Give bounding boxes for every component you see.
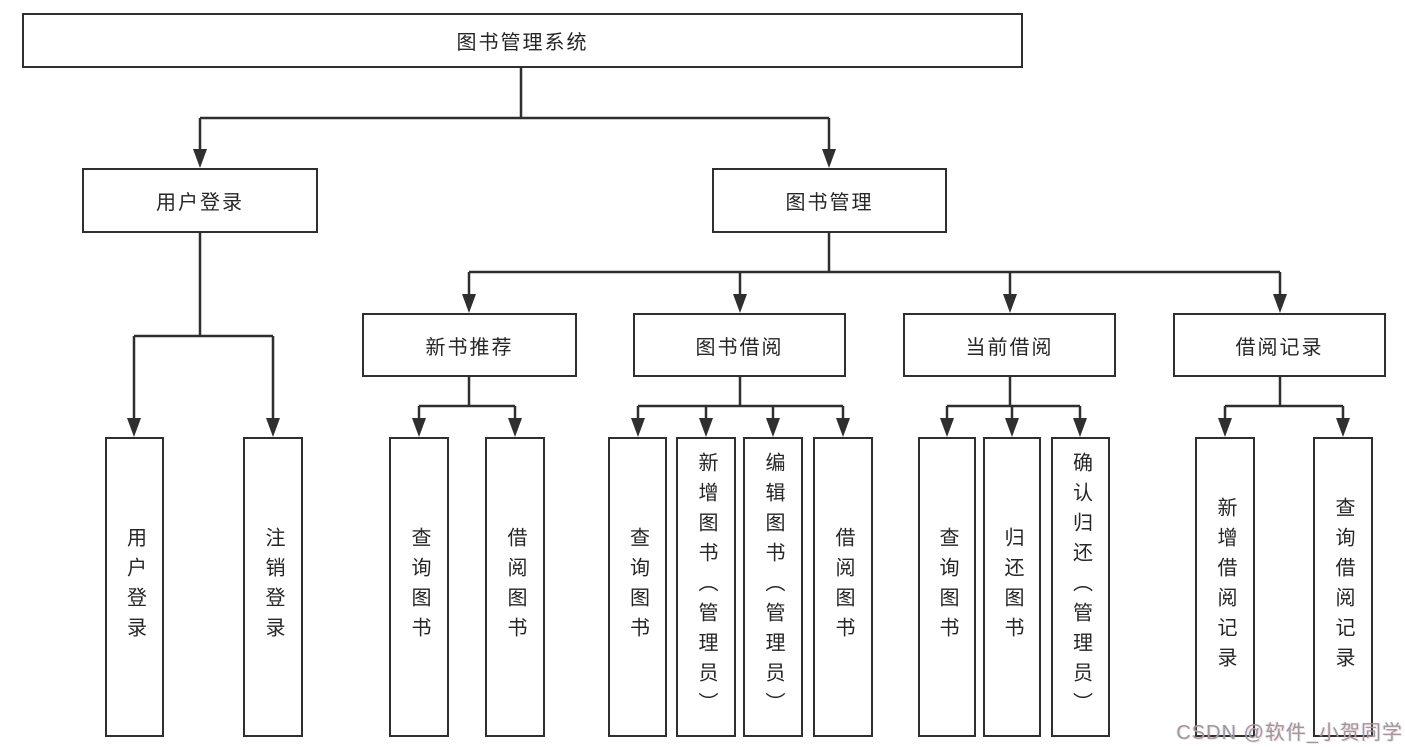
node-book-management-label: 图书管理 [785, 192, 874, 214]
leaf-query-books-borrow: 查询图书 [608, 437, 667, 737]
leaf-add-borrow-record: 新增借阅记录 [1195, 437, 1255, 737]
leaf-borrow-books-recommend: 借阅图书 [485, 437, 545, 737]
node-book-borrow-label: 图书借阅 [695, 336, 784, 359]
leaf-logout: 注销登录 [243, 437, 303, 737]
leaf-edit-book-admin: 编辑图书（管理员） [743, 437, 803, 737]
leaf-borrow-books: 借阅图书 [813, 437, 873, 737]
leaf-query-borrow-record-label: 查询借阅记录 [1332, 497, 1354, 677]
leaf-confirm-return-admin-label: 确认归还（管理员） [1069, 452, 1092, 722]
leaf-add-borrow-record-label: 新增借阅记录 [1214, 497, 1236, 677]
node-new-book-recommend-label: 新书推荐 [425, 336, 514, 359]
leaf-edit-book-admin-label: 编辑图书（管理员） [762, 452, 784, 722]
node-user-login: 用户登录 [82, 168, 318, 233]
node-user-login-label: 用户登录 [156, 192, 244, 214]
leaf-borrow-books-recommend-label: 借阅图书 [504, 527, 526, 647]
leaf-return-book: 归还图书 [983, 437, 1041, 737]
arrowheads [127, 149, 1350, 437]
node-current-borrow: 当前借阅 [903, 313, 1116, 377]
leaf-confirm-return-admin: 确认归还（管理员） [1051, 437, 1110, 737]
node-borrow-records-label: 借阅记录 [1235, 336, 1324, 359]
leaf-query-books-borrow-label: 查询图书 [626, 527, 649, 647]
node-borrow-records: 借阅记录 [1173, 313, 1386, 377]
leaf-add-book-admin-label: 新增图书（管理员） [695, 452, 717, 722]
node-book-borrow: 图书借阅 [633, 313, 846, 377]
leaf-user-login: 用户登录 [105, 437, 164, 737]
leaf-query-books-current: 查询图书 [918, 437, 976, 737]
leaf-query-books-current-label: 查询图书 [936, 527, 958, 647]
watermark: CSDN @软件_小贺同学 [1176, 722, 1403, 744]
leaf-borrow-books-label: 借阅图书 [832, 527, 854, 647]
node-book-management: 图书管理 [712, 168, 947, 233]
node-current-borrow-label: 当前借阅 [965, 336, 1054, 359]
leaf-query-books-recommend: 查询图书 [389, 437, 449, 737]
leaf-query-borrow-record: 查询借阅记录 [1313, 437, 1373, 737]
leaf-logout-label: 注销登录 [262, 527, 284, 647]
leaf-return-book-label: 归还图书 [1001, 527, 1023, 647]
leaf-query-books-recommend-label: 查询图书 [408, 527, 430, 647]
leaf-user-login-label: 用户登录 [123, 527, 146, 647]
node-new-book-recommend: 新书推荐 [362, 313, 577, 377]
node-root-label: 图书管理系统 [456, 32, 589, 54]
node-root: 图书管理系统 [22, 13, 1023, 68]
leaf-add-book-admin: 新增图书（管理员） [676, 437, 736, 737]
